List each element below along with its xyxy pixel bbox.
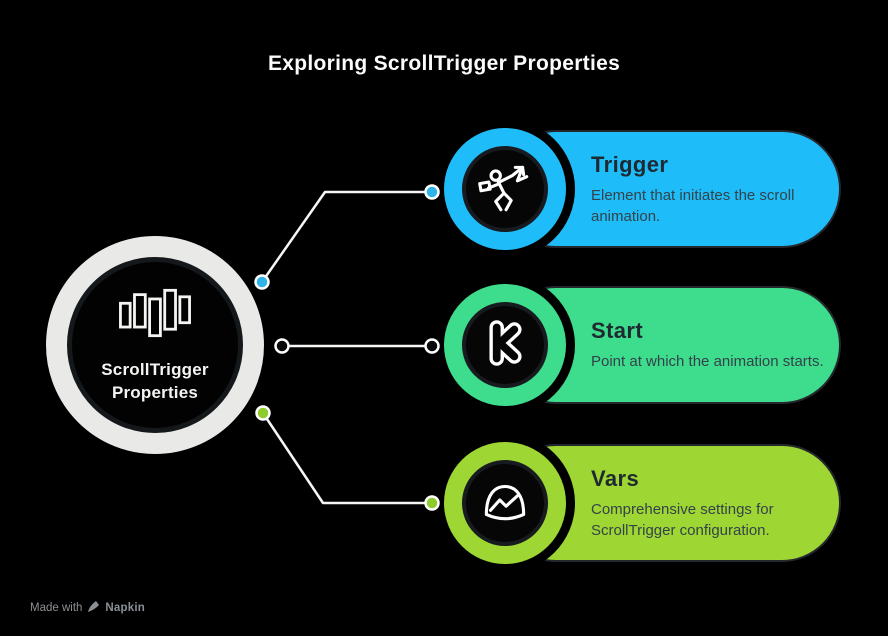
connector-dot	[274, 338, 290, 354]
connector-dot	[254, 274, 270, 290]
card-vars-badge	[444, 442, 566, 564]
connector-line-vars	[261, 412, 432, 505]
napkin-pen-icon	[87, 600, 100, 616]
connector-dot	[424, 184, 440, 200]
card-vars-description: Comprehensive settings for ScrollTrigger…	[591, 500, 774, 539]
card-trigger-title: Trigger	[591, 151, 669, 177]
connector-dot	[424, 338, 440, 354]
connector-dot	[255, 405, 271, 421]
mountain-dome-icon	[476, 477, 534, 530]
central-node-label-line2: Properties	[111, 383, 199, 402]
page-title: Exploring ScrollTrigger Properties	[267, 52, 621, 75]
made-with-napkin: Made with Napkin	[30, 600, 145, 616]
central-node-label-line1: ScrollTrigger	[101, 360, 209, 379]
card-start-description: Point at which the animation starts.	[591, 353, 824, 370]
equalizer-bars-icon	[115, 286, 195, 345]
card-start-title: Start	[591, 318, 644, 343]
connector-dot	[424, 495, 440, 511]
card-start-badge	[444, 284, 566, 406]
k-letter-icon	[476, 314, 534, 377]
running-person-icon	[474, 156, 536, 223]
made-with-label: Made with	[30, 602, 83, 614]
central-node: ScrollTrigger Properties	[46, 236, 264, 454]
card-trigger-description: Element that initiates the scroll animat…	[591, 186, 795, 225]
card-vars-title: Vars	[591, 465, 640, 491]
napkin-brand-label: Napkin	[105, 602, 145, 614]
connector-line-trigger	[260, 190, 432, 283]
card-trigger-badge	[444, 128, 566, 250]
